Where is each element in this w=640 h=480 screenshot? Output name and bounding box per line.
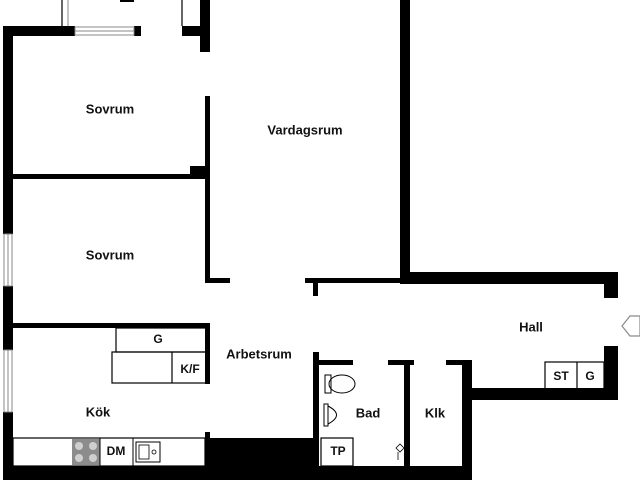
fixture-label-dm: DM — [107, 444, 126, 458]
wall-hall-top-left — [305, 278, 410, 283]
wall-top-left — [3, 26, 75, 36]
entrance-arrow-icon — [621, 315, 640, 337]
hall-closets — [544, 361, 605, 391]
room-label-vardagsrum: Vardagsrum — [267, 122, 342, 137]
wall-inner-vertical-lower — [205, 324, 210, 384]
washing-tower — [320, 437, 354, 467]
sink-icon — [135, 441, 161, 463]
wall-hall-top-right — [400, 272, 618, 284]
walls — [3, 0, 618, 480]
fixture-label-st: ST — [553, 369, 569, 383]
toilet-icon — [324, 374, 356, 394]
fixture-label-g-kitchen: G — [153, 332, 162, 346]
room-label-arbetsrum: Arbetsrum — [226, 346, 292, 361]
wall-hall-top-stub — [313, 278, 318, 296]
room-label-klk: Klk — [425, 405, 446, 420]
wall-top-left-b — [134, 26, 141, 36]
room-label-hall: Hall — [519, 319, 543, 334]
fixture-labels: G K/F DM TP ST G — [107, 332, 595, 458]
wall-right-lower — [604, 346, 618, 400]
wall-right-upper — [604, 272, 618, 298]
room-label-kok: Kök — [86, 404, 111, 419]
washbasin-icon — [323, 403, 337, 427]
windows — [3, 0, 183, 413]
wall-left-outer-mid — [3, 286, 13, 350]
wall-hall-bottom-vertical — [462, 362, 472, 480]
wall-bottom-block — [205, 438, 315, 480]
wall-bath-left — [313, 352, 319, 480]
bathroom-fixtures — [320, 374, 405, 467]
wall-inner-stub — [205, 278, 230, 283]
wall-left-outer-top — [3, 26, 13, 234]
wall-kitchen-top — [10, 323, 210, 328]
room-label-sovrum-2: Sovrum — [86, 247, 134, 262]
wall-klk-top-right — [446, 360, 472, 365]
kitchen-counter-lower — [12, 437, 206, 467]
wall-inner-vertical-top — [205, 96, 210, 282]
wall-bath-top-b — [388, 360, 414, 365]
wall-bedroom-divider — [10, 174, 210, 179]
stove-icon — [72, 439, 100, 465]
room-label-sovrum-1: Sovrum — [86, 101, 134, 116]
wall-central-vertical — [400, 0, 410, 282]
wall-left-outer-bottom — [3, 412, 13, 480]
fixture-label-tp: TP — [330, 444, 345, 458]
wall-bath-top-a — [313, 360, 353, 365]
kitchen-counter-upper — [111, 351, 207, 384]
room-labels: Sovrum Sovrum Vardagsrum Arbetsrum Hall … — [86, 101, 543, 420]
wall-top-right-stub — [182, 26, 210, 36]
drain-icon — [395, 443, 405, 460]
wall-top-vertical-stub — [200, 0, 210, 52]
room-label-bad: Bad — [356, 405, 381, 420]
wall-hall-bottom — [470, 388, 618, 400]
hall-fixtures — [544, 361, 605, 391]
fixture-label-g-hall: G — [585, 369, 594, 383]
kitchen-fixtures — [12, 327, 207, 467]
wall-bath-klk-divider — [404, 360, 410, 480]
fixture-label-kf: K/F — [180, 362, 199, 376]
